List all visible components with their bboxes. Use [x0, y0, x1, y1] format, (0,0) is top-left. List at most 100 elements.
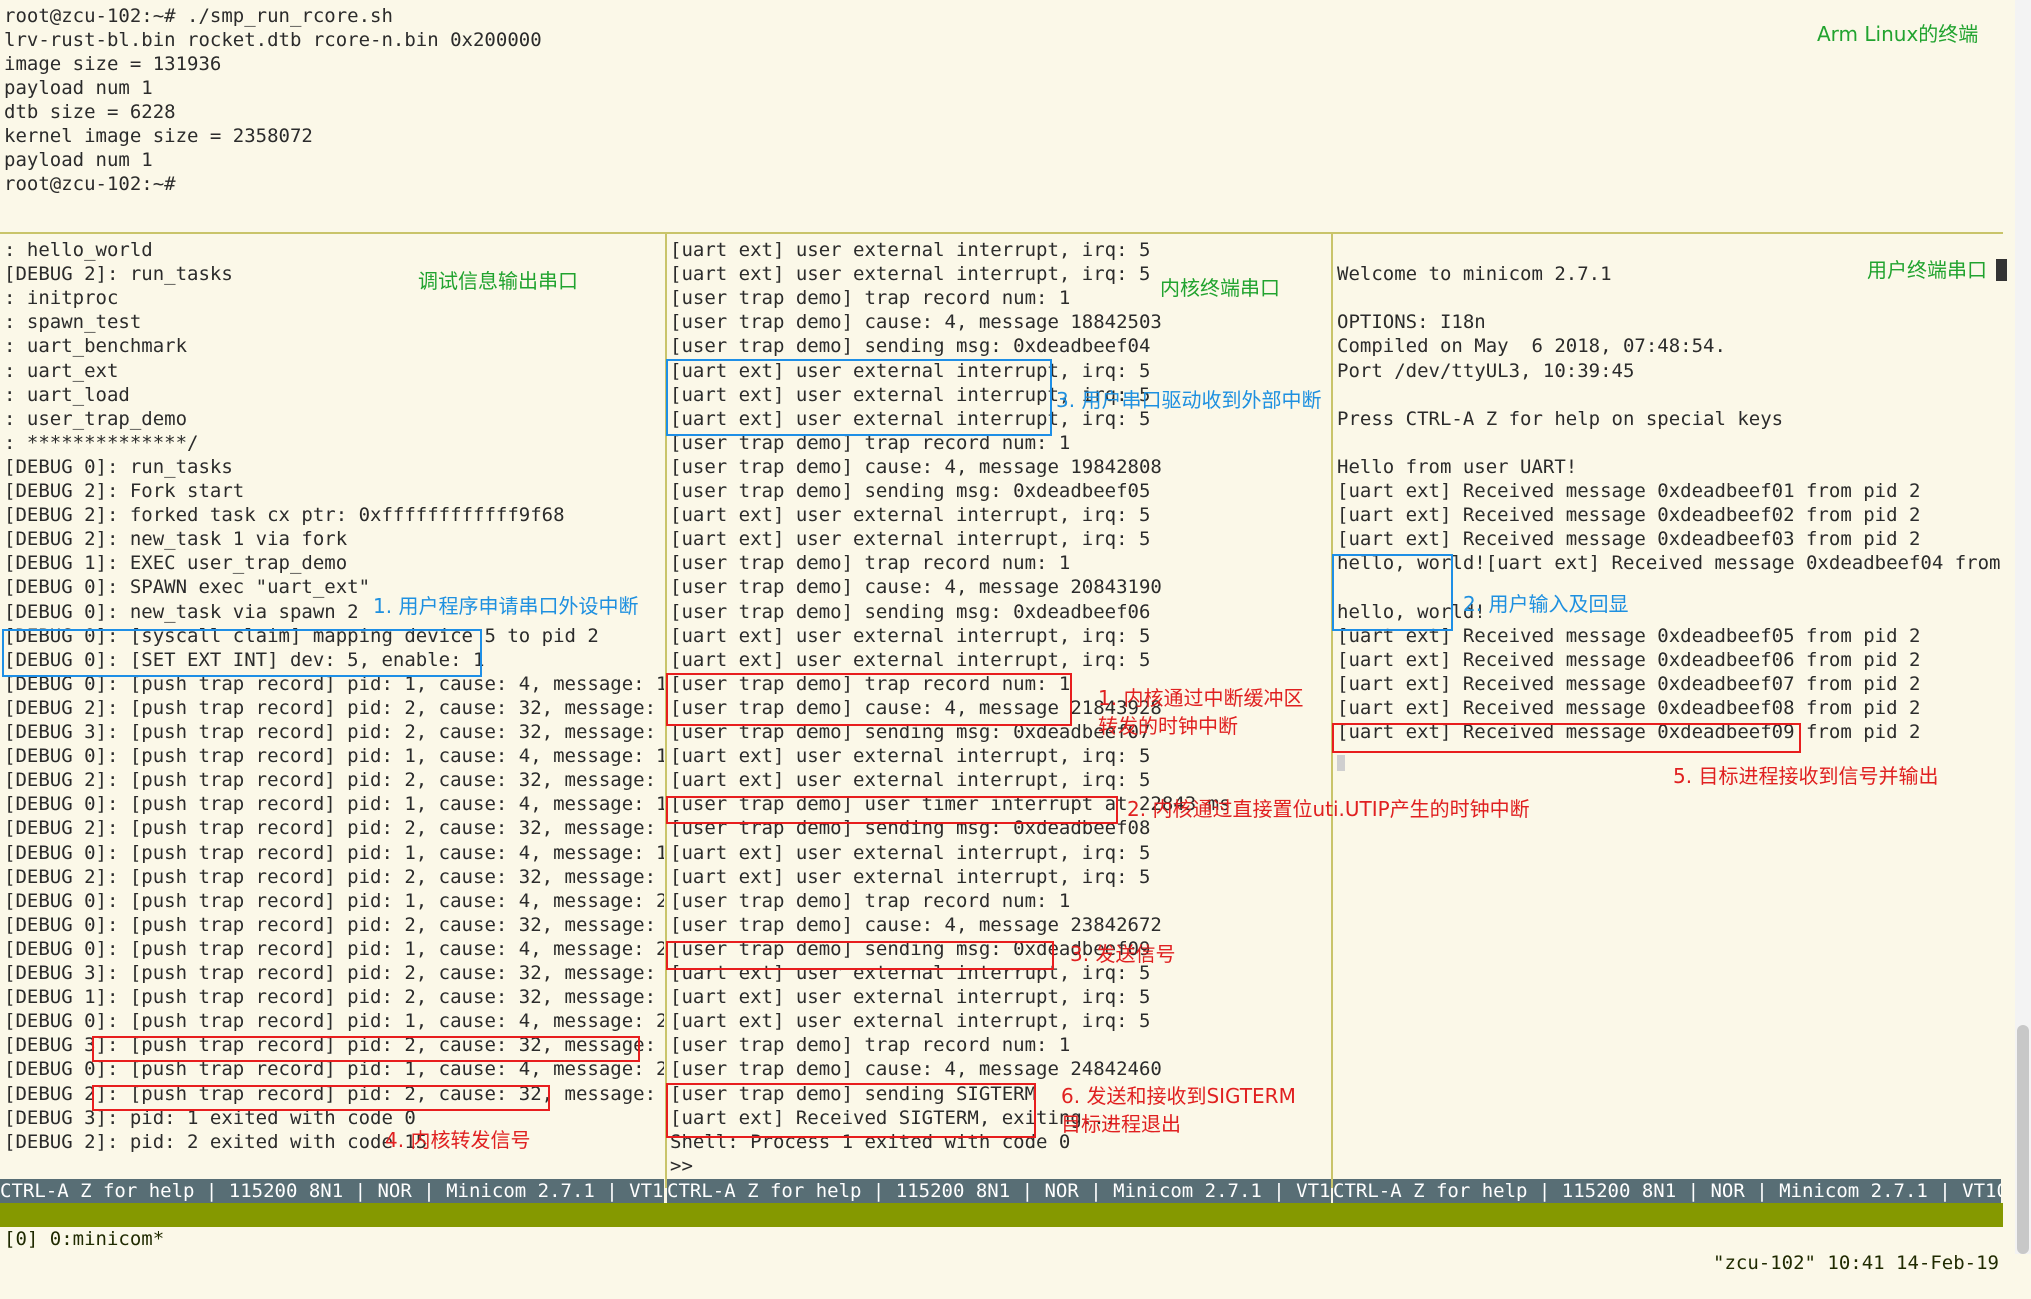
log-level: [DEBUG 0] — [4, 1010, 107, 1033]
terminal-line: lrv-rust-bl.bin rocket.dtb rcore-n.bin 0… — [4, 29, 542, 51]
log-message: : initproc — [4, 287, 119, 310]
terminal-line: : hello_world — [4, 238, 153, 262]
log-message: : [push trap record] pid: 1, cause: 4, m… — [106, 1058, 664, 1081]
terminal-line: payload num 1 — [4, 77, 153, 99]
terminal-line: [DEBUG 0]: [push trap record] pid: 1, ca… — [4, 792, 664, 816]
terminal-line: [uart ext] user external interrupt, irq:… — [670, 528, 1151, 551]
kernel-uart-pane[interactable]: [uart ext] user external interrupt, irq:… — [666, 238, 1330, 1178]
log-message: : [push trap record] pid: 1, cause: 4, m… — [106, 745, 664, 768]
log-message: : [push trap record] pid: 2, cause: 32, … — [106, 986, 657, 1009]
highlight-received-09 — [1332, 723, 1801, 753]
log-level: [DEBUG 0] — [4, 1058, 107, 1081]
terminal-line: [uart ext] Received message 0xdeadbeef03… — [1337, 528, 1921, 551]
log-message: : [push trap record] pid: 1, cause: 4, m… — [106, 937, 664, 960]
terminal-line: [DEBUG 2]: forked task cx ptr: 0xfffffff… — [4, 503, 565, 527]
log-level: [DEBUG 0] — [4, 672, 107, 695]
terminal-line: [uart ext] Received message 0xdeadbeef01… — [1337, 480, 1921, 502]
log-level: [DEBUG 2] — [4, 263, 107, 286]
log-message: : [push trap record] pid: 2, cause: 32, … — [106, 1034, 657, 1057]
terminal-line: [DEBUG 3]: [push trap record] pid: 2, ca… — [4, 1033, 664, 1057]
kernel-uart-caption: 内核终端串口 — [1160, 276, 1280, 300]
log-message: : pid: 2 exited with code 15 — [106, 1130, 428, 1153]
terminal-line: : spawn_test — [4, 310, 141, 334]
terminal-line: [uart ext] user external interrupt, irq:… — [670, 865, 1151, 888]
terminal-line: [user trap demo] sending SIGTERM — [670, 1082, 1037, 1105]
arm-linux-caption: Arm Linux的终端 — [1817, 22, 1979, 46]
terminal-line: [uart ext] user external interrupt, irq:… — [670, 263, 1151, 286]
pane-separator — [0, 232, 2003, 234]
log-message: : Fork start — [106, 480, 245, 502]
terminal-line: [uart ext] user external interrupt, irq:… — [670, 745, 1151, 768]
terminal-line: [user trap demo] trap record num: 1 — [670, 672, 1071, 695]
log-message: : **************/ — [4, 431, 199, 454]
annotation-send-signal: 3. 发送信号 — [1070, 942, 1176, 966]
log-message: : [push trap record] pid: 1, cause: 4, m… — [106, 672, 664, 695]
annotation-sigterm: 6. 发送和接收到SIGTERM 目标进程退出 — [1061, 1084, 1296, 1136]
terminal-line: [DEBUG 0]: [push trap record] pid: 1, ca… — [4, 1057, 664, 1081]
log-level: [DEBUG 0] — [4, 889, 107, 912]
terminal-line: payload num 1 — [4, 149, 153, 171]
terminal-line: : uart_ext — [4, 359, 118, 383]
terminal-line: [uart ext] Received message 0xdeadbeef02… — [1337, 504, 1921, 527]
tmux-window-list[interactable]: [0] 0:minicom* — [4, 1228, 165, 1250]
terminal-line: Welcome to minicom 2.7.1 — [1337, 263, 1612, 286]
terminal-line: root@zcu-102:~# — [4, 173, 176, 195]
highlight-syscall-claim — [2, 629, 482, 677]
terminal-line: kernel image size = 2358072 — [4, 125, 313, 147]
scrollbar-thumb[interactable] — [2017, 1025, 2029, 1254]
annotation-user-input: 2. 用户输入及回显 — [1463, 592, 1629, 616]
log-message: : user_trap_demo — [4, 407, 188, 430]
terminal-line: Port /dev/ttyUL3, 10:39:45 — [1337, 359, 1635, 382]
log-message: : new_task 1 via fork — [106, 528, 348, 551]
log-level: [DEBUG 1] — [4, 552, 107, 575]
terminal-line: Compiled on May 6 2018, 07:48:54. — [1337, 335, 1726, 358]
highlight-sigterm — [666, 1083, 1036, 1138]
debug-uart-pane[interactable]: : hello_world[DEBUG 2]: run_tasks: initp… — [0, 238, 664, 1178]
scrollbar[interactable] — [2015, 0, 2031, 1254]
terminal-line: [user trap demo] cause: 4, message 19842… — [670, 455, 1162, 478]
log-level: [DEBUG 0] — [4, 793, 107, 816]
terminal-line: [DEBUG 0]: [push trap record] pid: 1, ca… — [4, 889, 664, 913]
terminal-line: [user trap demo] cause: 4, message 24842… — [670, 1058, 1162, 1081]
terminal-line: : uart_load — [4, 383, 130, 407]
log-message: : pid: 1 exited with code 0 — [106, 1106, 416, 1129]
log-message: : [SET EXT INT] dev: 5, enable: 1 — [106, 648, 485, 671]
terminal-line: [user trap demo] cause: 4, message 20843… — [670, 576, 1162, 599]
log-message: : [push trap record] pid: 1, cause: 4, m… — [106, 889, 664, 912]
terminal-line: [DEBUG 0]: [push trap record] pid: 1, ca… — [4, 1009, 664, 1033]
log-level: [DEBUG 2] — [4, 528, 107, 551]
log-level: [DEBUG 0] — [4, 913, 107, 936]
terminal-line: >> — [670, 1154, 693, 1177]
log-message: : [push trap record] pid: 2, cause: 32, … — [106, 1082, 664, 1105]
log-message: : [push trap record] pid: 2, cause: 32, … — [106, 962, 657, 984]
highlight-push-record-15 — [92, 1085, 550, 1111]
log-message: : uart_ext — [4, 359, 119, 382]
log-message: : [push trap record] pid: 1, cause: 4, m… — [106, 1010, 664, 1033]
terminal-line: [DEBUG 0]: [push trap record] pid: 1, ca… — [4, 672, 664, 696]
annotation-timer-buffer: 1. 内核通过中断缓冲区 转发的时钟中断 — [1098, 686, 1304, 738]
terminal-line: [uart ext] user external interrupt, irq:… — [670, 407, 1151, 430]
terminal-line: [user trap demo] sending msg: 0xdeadbeef… — [670, 937, 1151, 960]
log-level: [DEBUG 0] — [4, 455, 107, 478]
log-message: : [push trap record] pid: 2, cause: 32, … — [106, 721, 657, 743]
annotation-kernel-forward: 4. 内核转发信号 — [385, 1128, 531, 1152]
terminal-line: dtb size = 6228 — [4, 101, 176, 123]
terminal-cursor — [1337, 755, 1345, 771]
log-level: [DEBUG 2] — [4, 480, 107, 502]
annotation-uart-driver: 3. 用户串口驱动收到外部中断 — [1056, 388, 1322, 412]
terminal-line: [DEBUG 2]: pid: 2 exited with code 15 — [4, 1130, 427, 1154]
log-level: [DEBUG 2] — [4, 769, 107, 792]
log-level: [DEBUG 0] — [4, 745, 107, 768]
pane-divider-right[interactable] — [1331, 232, 1333, 1188]
terminal-line: [uart ext] user external interrupt, irq:… — [670, 383, 1151, 406]
terminal-line: [DEBUG 0]: new_task via spawn 2 — [4, 600, 359, 624]
log-level: [DEBUG 2] — [4, 696, 107, 719]
terminal-line: [DEBUG 1]: EXEC user_trap_demo — [4, 551, 347, 575]
log-message: : [push trap record] pid: 2, cause: 32, … — [106, 696, 657, 719]
terminal-line: root@zcu-102:~# ./smp_run_rcore.sh — [4, 5, 393, 27]
log-message: : [push trap record] pid: 1, cause: 4, m… — [106, 793, 664, 816]
highlight-uart-interrupts — [666, 359, 1052, 436]
log-message: : uart_load — [4, 383, 130, 406]
